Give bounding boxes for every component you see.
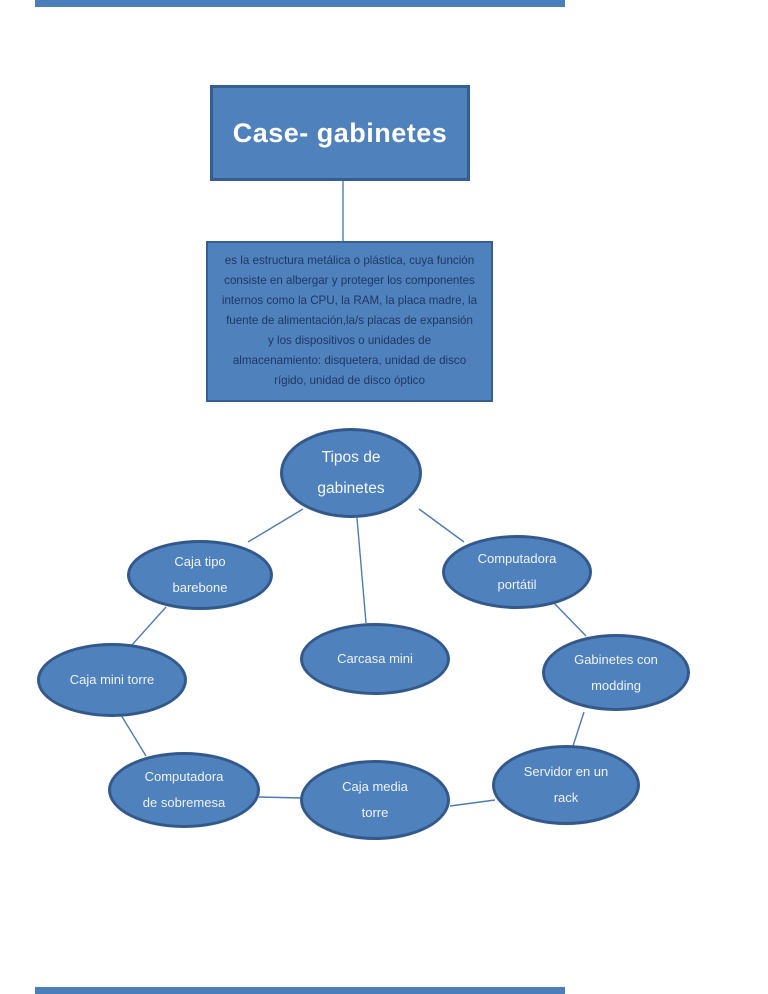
node-label: Gabinetes con bbox=[574, 651, 658, 667]
connector-sobremesa-to-mediatorre bbox=[258, 796, 302, 799]
connector-modding-to-servidor bbox=[572, 711, 585, 747]
node-caja-mini-torre: Caja mini torre bbox=[37, 643, 187, 717]
connector-mediatorre-to-servidor bbox=[449, 799, 496, 807]
node-tipos-de-gabinetes: Tipos de gabinetes bbox=[280, 428, 422, 518]
description-line: es la estructura metálica o plástica, cu… bbox=[224, 254, 475, 267]
description-line: y los dispositivos o unidades de bbox=[267, 334, 432, 347]
node-label: Tipos de bbox=[321, 449, 381, 466]
connector-tipos-to-portatil bbox=[418, 508, 465, 543]
node-label: gabinetes bbox=[317, 480, 385, 497]
node-label: rack bbox=[553, 790, 579, 805]
node-computadora-portatil: Computadora portátil bbox=[442, 535, 592, 609]
connector-tipos-to-carcasa bbox=[356, 517, 367, 624]
description-line: rígido, unidad de disco óptico bbox=[274, 374, 425, 387]
node-label: Carcasa mini bbox=[337, 651, 413, 666]
node-computadora-de-sobremesa: Computadora de sobremesa bbox=[108, 752, 260, 828]
node-label: Servidor en un bbox=[523, 764, 609, 779]
top-edge-bar bbox=[35, 0, 565, 7]
node-carcasa-mini: Carcasa mini bbox=[300, 623, 450, 695]
description-box: es la estructura metálica o plástica, cu… bbox=[206, 241, 493, 402]
connector-barebone-to-minitorre bbox=[130, 606, 167, 647]
node-servidor-en-un-rack: Servidor en un rack bbox=[492, 745, 640, 825]
connector-tipos-to-barebone bbox=[247, 508, 304, 543]
description-line: internos como la CPU, la RAM, la placa m… bbox=[221, 294, 478, 307]
node-label: Computadora bbox=[477, 551, 557, 566]
node-gabinetes-con-modding: Gabinetes con modding bbox=[542, 634, 690, 711]
title-box: Case- gabinetes bbox=[210, 85, 470, 181]
node-caja-tipo-barebone: Caja tipo barebone bbox=[127, 540, 273, 610]
node-label: Caja media bbox=[342, 779, 408, 794]
connector-portatil-to-modding bbox=[553, 602, 587, 637]
page-title: Case- gabinetes bbox=[232, 117, 448, 148]
description-line: consiste en albergar y proteger los comp… bbox=[224, 274, 475, 287]
node-label: Caja tipo bbox=[174, 554, 226, 569]
node-label: Computadora bbox=[144, 769, 224, 784]
node-label: portátil bbox=[497, 577, 537, 592]
description-line: almacenamiento: disquetera, unidad de di… bbox=[232, 354, 467, 367]
node-label: Caja mini torre bbox=[69, 672, 155, 687]
node-caja-media-torre: Caja media torre bbox=[300, 760, 450, 840]
node-label: torre bbox=[361, 805, 389, 820]
connector-minitorre-to-sobremesa bbox=[120, 714, 147, 757]
bottom-edge-bar bbox=[35, 987, 565, 994]
node-label: de sobremesa bbox=[142, 795, 226, 810]
node-label: modding bbox=[591, 677, 641, 693]
node-label: barebone bbox=[172, 580, 228, 595]
description-line: fuente de alimentación,la/s placas de ex… bbox=[226, 314, 473, 327]
